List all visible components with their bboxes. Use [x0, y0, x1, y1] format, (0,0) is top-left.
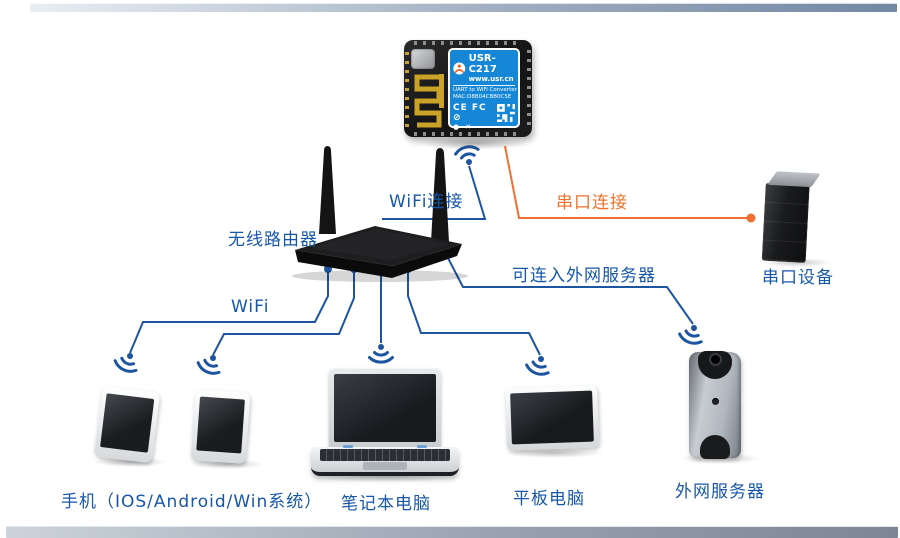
- module-name: USR-C217: [468, 53, 497, 75]
- cert-marks-2: ● ✕: [453, 123, 474, 131]
- external-server-label: 外网服务器: [675, 482, 765, 502]
- laptop-hinge: [343, 445, 353, 448]
- usr-logo-icon: [453, 62, 466, 74]
- laptop-image: [329, 369, 441, 448]
- server-bottom-cap: [700, 435, 730, 459]
- phone2-image: [190, 389, 251, 464]
- pcb-pads: [527, 50, 531, 127]
- label-divider: [453, 85, 515, 86]
- serial-device-top: [767, 171, 821, 188]
- external-server-link-label: 可连入外网服务器: [512, 266, 656, 286]
- module-label: USR-C217 www.usr.cn UART to WiFi Convert…: [448, 48, 520, 131]
- wifi-icon-phone2: [194, 348, 227, 379]
- serial-device-label: 串口设备: [762, 268, 834, 288]
- laptop-base: [311, 445, 459, 476]
- laptop-hinge: [417, 445, 427, 448]
- laptop-display: [334, 374, 436, 442]
- pcb-pads: [414, 132, 522, 136]
- module-shadow: [418, 136, 528, 150]
- wifi-icon-laptop: [368, 342, 394, 364]
- laptop-label: 笔记本电脑: [341, 494, 431, 514]
- wifi-icon-tablet: [523, 350, 555, 379]
- crystal-component: [411, 49, 435, 69]
- phones-label: 手机（IOS/Android/Win系统）: [61, 492, 323, 512]
- serial-connection-label: 串口连接: [556, 193, 628, 213]
- tablet-label: 平板电脑: [513, 489, 585, 509]
- serial-connection-line: [504, 145, 756, 223]
- tablet-image: [504, 385, 600, 451]
- pcb-pads: [414, 41, 522, 45]
- router-label: 无线路由器: [228, 230, 318, 250]
- module-description: UART to WiFi Converter: [453, 87, 517, 93]
- serial-device-image: [761, 171, 821, 263]
- cert-marks: CE FC ⊘: [453, 103, 487, 123]
- phone1-shadow: [92, 457, 168, 467]
- wifi-connection-line: [382, 165, 487, 220]
- laptop-trackpad: [363, 462, 407, 470]
- module-mac: MAC:D8B04CBB0C5E: [453, 93, 512, 100]
- server-button: [712, 398, 719, 405]
- external-server-image: [689, 351, 741, 459]
- phone2-screen: [196, 396, 245, 454]
- phone1-image: [93, 385, 161, 464]
- top-accent-bar: [30, 3, 897, 12]
- phone1-screen: [100, 393, 155, 453]
- pcb-pads: [405, 52, 409, 127]
- pcb-antenna-trace: [414, 74, 444, 128]
- wifi-label: WiFi: [231, 297, 270, 317]
- tablet-screen: [510, 390, 594, 445]
- module-website: www.usr.cn: [468, 75, 514, 83]
- wifi-icon-phone1: [111, 346, 144, 377]
- phone2-shadow: [188, 459, 264, 469]
- wifi-connection-label: WiFi连接: [389, 192, 464, 212]
- wifi-icon-server: [676, 319, 708, 348]
- server-handle-hole: [711, 355, 720, 364]
- qr-code: [496, 103, 515, 123]
- usr-c217-module: USR-C217 www.usr.cn UART to WiFi Convert…: [404, 40, 532, 137]
- router-image: [292, 146, 468, 282]
- laptop-keyboard: [320, 449, 450, 461]
- serial-device-front: [761, 182, 810, 263]
- tablet-shadow: [504, 448, 604, 458]
- bottom-accent-bar: [6, 526, 898, 538]
